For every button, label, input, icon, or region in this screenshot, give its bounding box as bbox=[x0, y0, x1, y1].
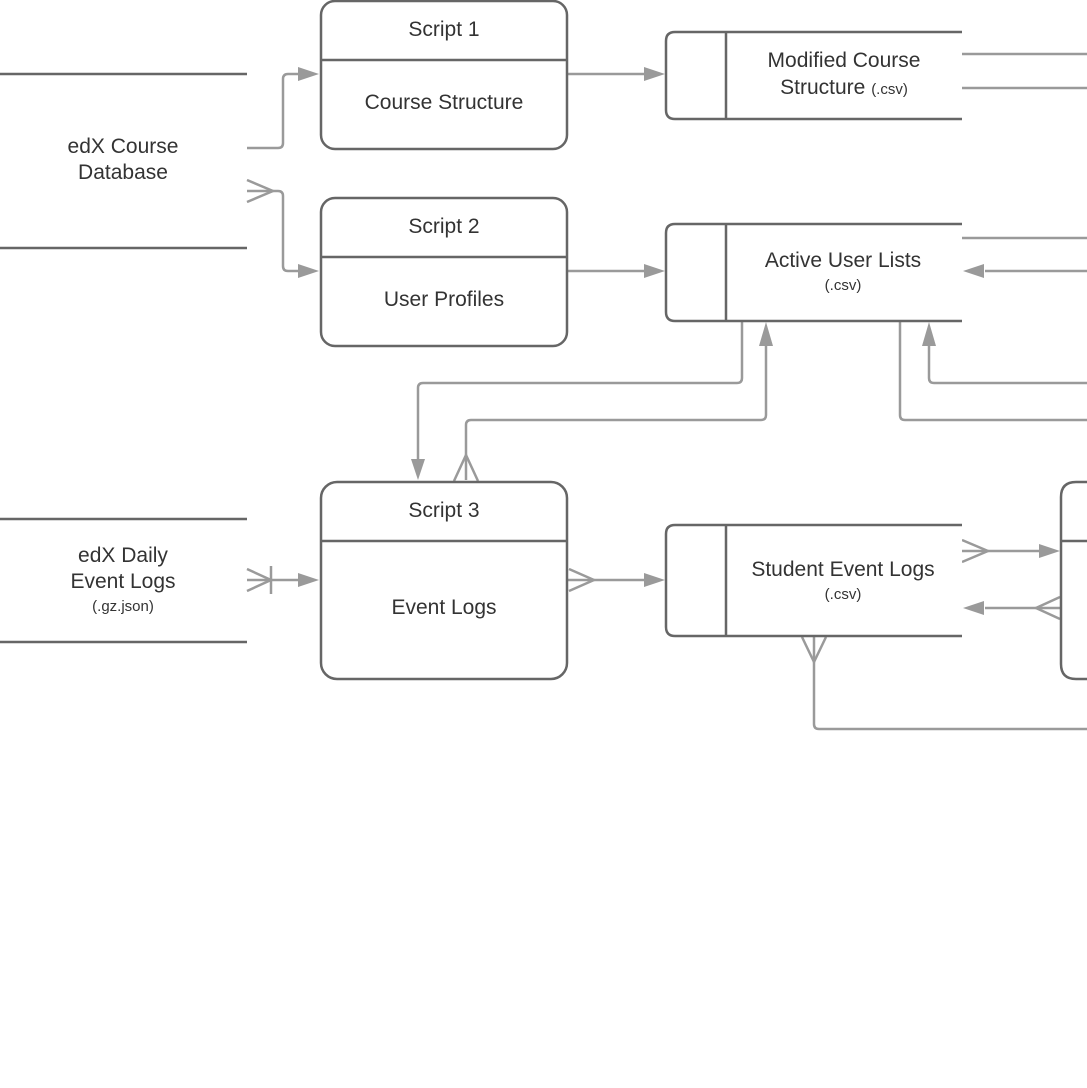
arrowhead bbox=[644, 264, 665, 278]
process-box bbox=[319, 196, 569, 348]
process-script-1: Script 1 Course Structure bbox=[319, 0, 569, 151]
connector-right-activeusers bbox=[927, 345, 1087, 385]
modcourse-label-format: (.csv) bbox=[871, 81, 908, 98]
store-outline bbox=[664, 222, 962, 323]
process-box bbox=[1059, 480, 1087, 681]
arrowhead bbox=[644, 67, 665, 81]
arrowhead bbox=[963, 264, 984, 278]
arrowhead bbox=[298, 67, 319, 81]
activeusers-label: Active User Lists bbox=[765, 249, 921, 272]
activeusers-label-format: (.csv) bbox=[825, 277, 862, 294]
arrowhead bbox=[298, 264, 319, 278]
event-logs-label-line2: Event Logs bbox=[70, 570, 175, 593]
script-3-body: Event Logs bbox=[391, 596, 496, 619]
store-outline bbox=[664, 523, 962, 638]
process-box bbox=[319, 0, 569, 151]
connector-studentevents-bottom bbox=[812, 637, 1087, 731]
store-outline bbox=[664, 30, 962, 121]
crows-foot-script3-right bbox=[568, 567, 596, 593]
connector-modcourse-out bbox=[962, 52, 1087, 90]
arrowhead bbox=[644, 573, 665, 587]
arrowhead bbox=[1039, 544, 1060, 558]
crows-foot-studentevents-right bbox=[961, 538, 990, 564]
modcourse-label-line1: Modified Course bbox=[768, 49, 921, 72]
studentevents-label-format: (.csv) bbox=[825, 586, 862, 603]
connector-coursedb-script2 bbox=[247, 189, 300, 273]
course-db-label-line1: edX Course bbox=[68, 135, 179, 158]
course-db-label-line2: Database bbox=[78, 161, 168, 184]
crows-foot-script3-top bbox=[452, 453, 480, 482]
connector-script3-activeusers bbox=[464, 345, 768, 480]
script-1-title: Script 1 bbox=[408, 18, 479, 41]
event-logs-label-format: (.gz.json) bbox=[92, 598, 154, 615]
arrowhead bbox=[759, 322, 773, 346]
crows-foot-right-studentevents bbox=[1034, 595, 1061, 621]
store-student-event-logs: Student Event Logs (.csv) bbox=[664, 523, 962, 638]
arrowhead bbox=[963, 601, 984, 615]
crows-foot-eventlogs bbox=[246, 566, 273, 594]
arrowhead bbox=[411, 459, 425, 480]
crows-foot-coursedb bbox=[246, 178, 275, 204]
source-daily-event-logs: edX Daily Event Logs (.gz.json) bbox=[0, 517, 247, 644]
store-active-user-lists: Active User Lists (.csv) bbox=[664, 222, 962, 323]
modcourse-label-main: Structure bbox=[780, 76, 865, 99]
studentevents-label: Student Event Logs bbox=[751, 558, 934, 581]
arrowhead bbox=[298, 573, 319, 587]
connector-coursedb-script1 bbox=[247, 72, 300, 150]
script-3-title: Script 3 bbox=[408, 499, 479, 522]
connectors bbox=[246, 52, 1087, 731]
event-logs-label-line1: edX Daily bbox=[78, 544, 168, 567]
script-2-title: Script 2 bbox=[408, 215, 479, 238]
arrowhead bbox=[922, 322, 936, 346]
source-course-database: edX Course Database bbox=[0, 72, 247, 250]
modcourse-label-line2: Structure (.csv) bbox=[780, 76, 908, 99]
crows-foot-studentevents-bottom bbox=[800, 636, 828, 664]
process-offscreen-right bbox=[1059, 480, 1087, 681]
process-script-3: Script 3 Event Logs bbox=[319, 480, 569, 681]
connector-activeusers-out bbox=[962, 236, 1087, 273]
script-1-body: Course Structure bbox=[365, 91, 524, 114]
process-box bbox=[319, 480, 569, 681]
connector-activeusers-right bbox=[898, 321, 1087, 422]
script-2-body: User Profiles bbox=[384, 288, 504, 311]
store-modified-course-structure: Modified Course Structure (.csv) bbox=[664, 30, 962, 121]
connector-activeusers-script3 bbox=[416, 321, 744, 460]
process-script-2: Script 2 User Profiles bbox=[319, 196, 569, 348]
